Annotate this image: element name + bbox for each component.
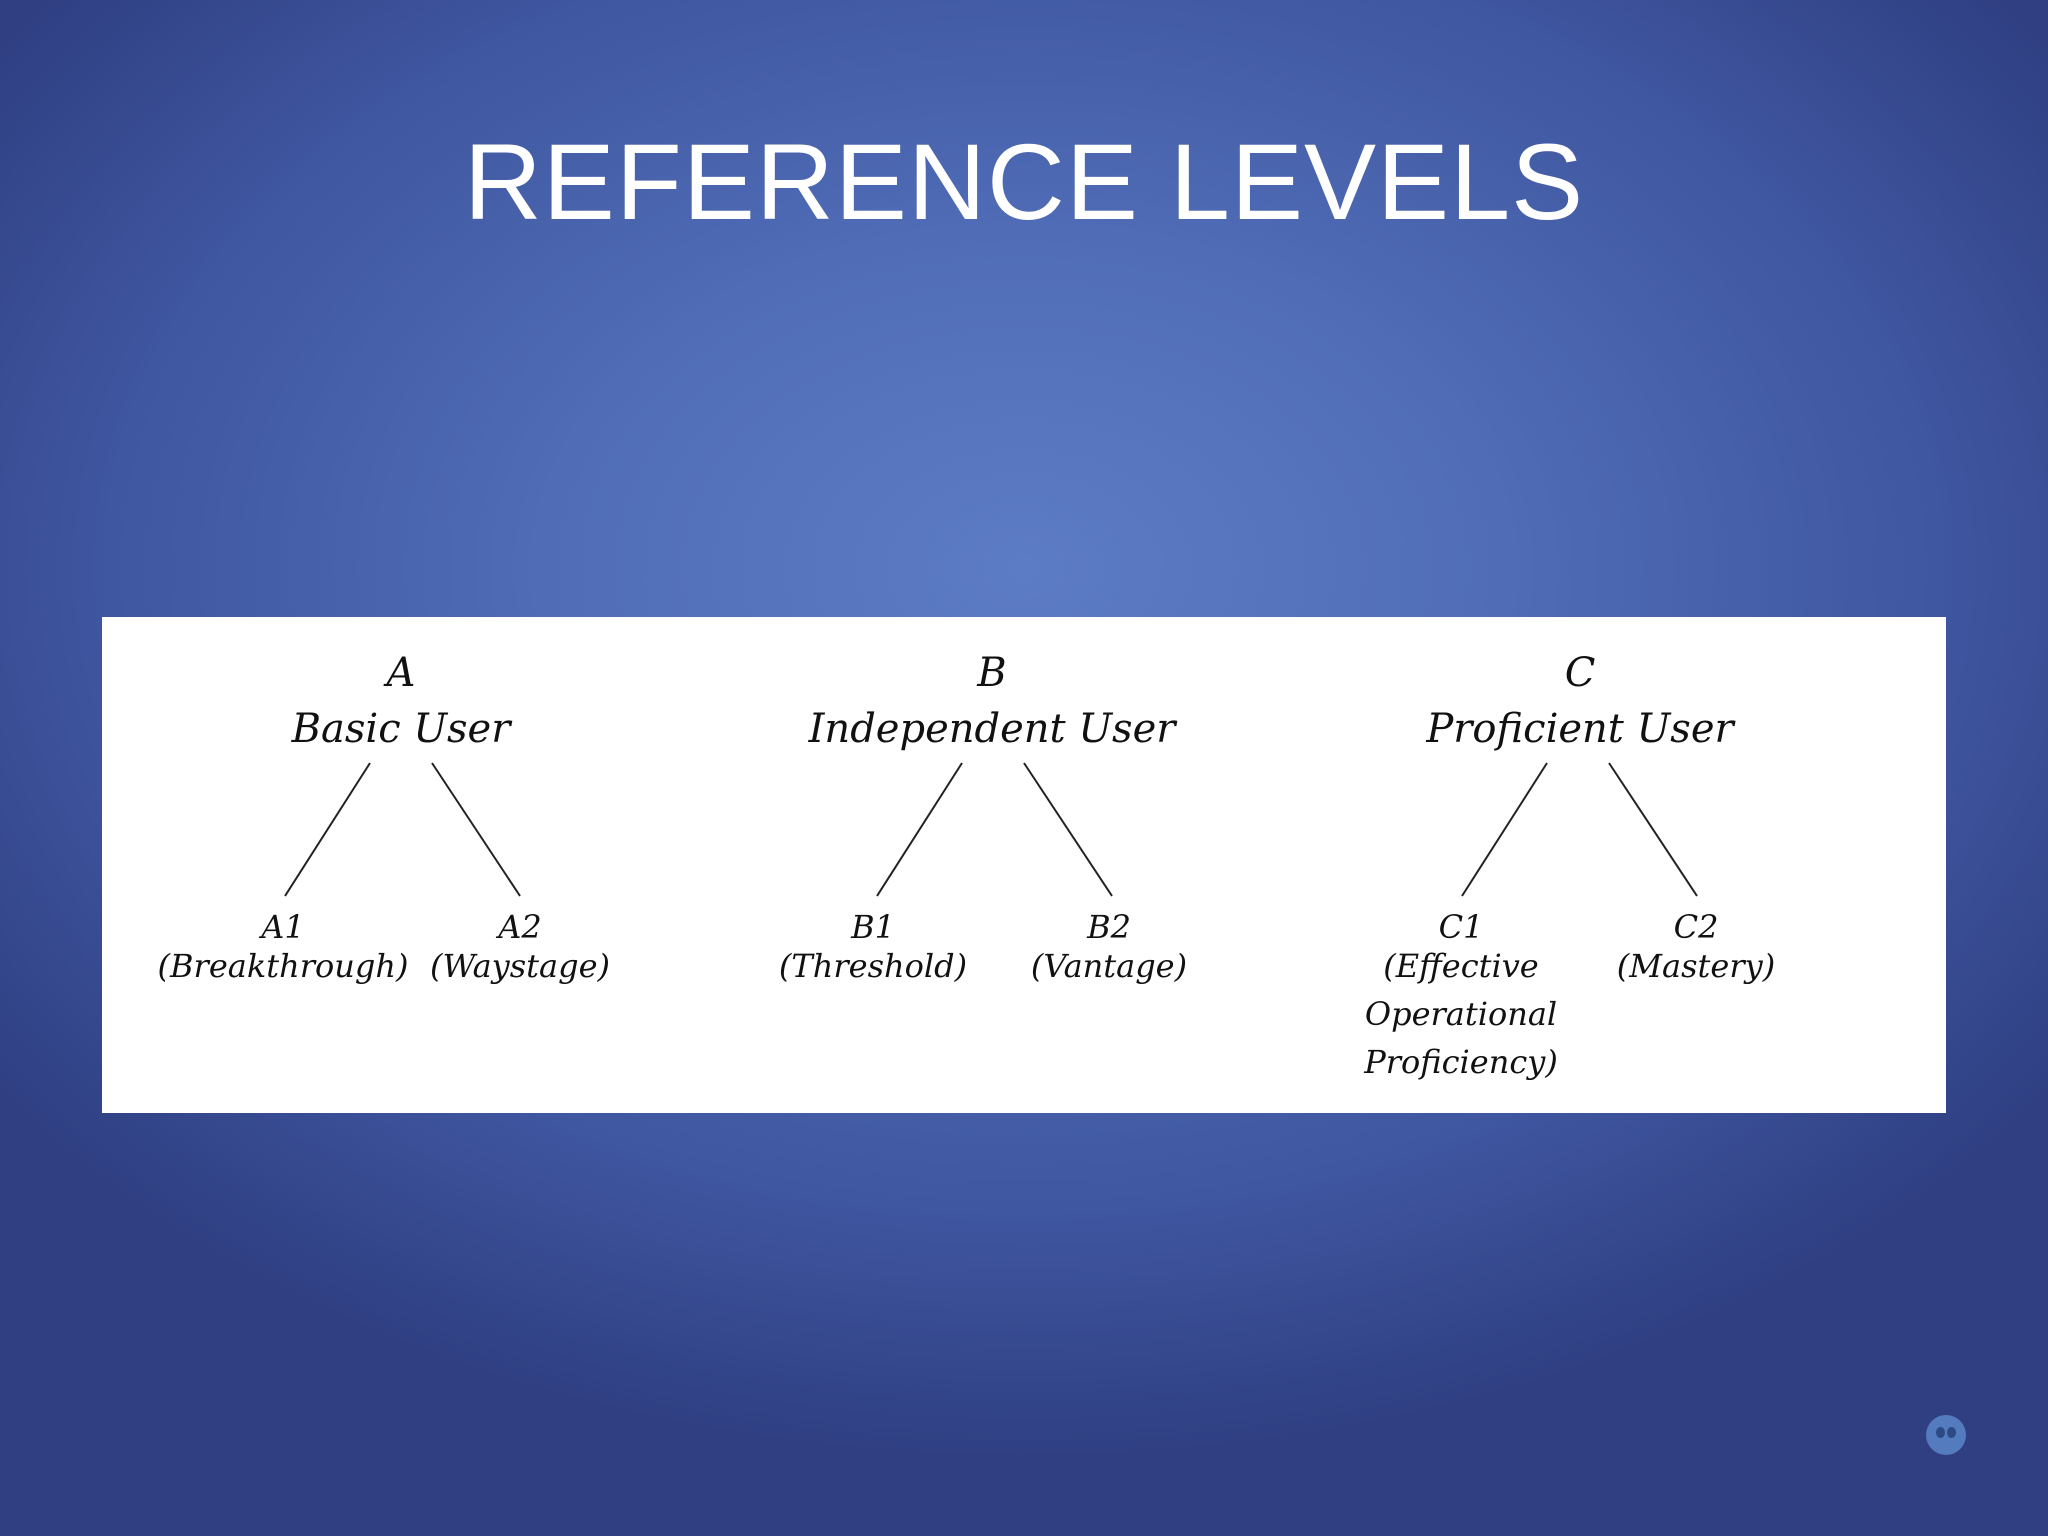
sublevel-b2-desc: (Vantage)	[1030, 947, 1188, 985]
sublevel-b1-desc: (Threshold)	[778, 947, 968, 985]
sublevel-c2-code: C2	[1673, 908, 1719, 946]
level-a-letter: A	[386, 650, 416, 696]
level-b-name: Independent User	[808, 706, 1176, 752]
connector-lines	[284, 762, 1698, 897]
connector-c-c2	[1608, 762, 1698, 897]
sublevel-b2-code: B2	[1087, 908, 1131, 946]
connector-c-c1	[1461, 762, 1548, 897]
sublevel-a2-code: A2	[498, 908, 542, 946]
sublevel-a1-desc: (Breakthrough)	[157, 947, 409, 985]
presenter-nav-icon[interactable]	[1926, 1415, 1966, 1455]
nav-icon-left-eye	[1936, 1427, 1945, 1438]
sublevel-a1-code: A1	[261, 908, 305, 946]
reference-levels-diagram: A Basic User A1 (Breakthrough) A2 (Wayst…	[102, 617, 1946, 1113]
sublevel-c1-code: C1	[1438, 908, 1484, 946]
sublevel-b1-code: B1	[851, 908, 895, 946]
level-b-letter: B	[977, 650, 1007, 696]
level-c-letter: C	[1564, 650, 1596, 696]
level-a-name: Basic User	[291, 706, 511, 752]
connector-a-a2	[431, 762, 521, 897]
connector-a-a1	[284, 762, 371, 897]
slide-title: REFERENCE LEVELS	[463, 121, 1585, 242]
sublevel-c1-desc: (Effective Operational Proficiency)	[1364, 947, 1558, 1081]
sublevel-a2-desc: (Waystage)	[429, 947, 611, 985]
level-c-name: Proficient User	[1426, 706, 1734, 752]
sublevel-c2-desc: (Mastery)	[1616, 947, 1776, 985]
connector-b-b2	[1023, 762, 1113, 897]
nav-icon-right-eye	[1947, 1427, 1956, 1438]
connector-b-b1	[876, 762, 963, 897]
